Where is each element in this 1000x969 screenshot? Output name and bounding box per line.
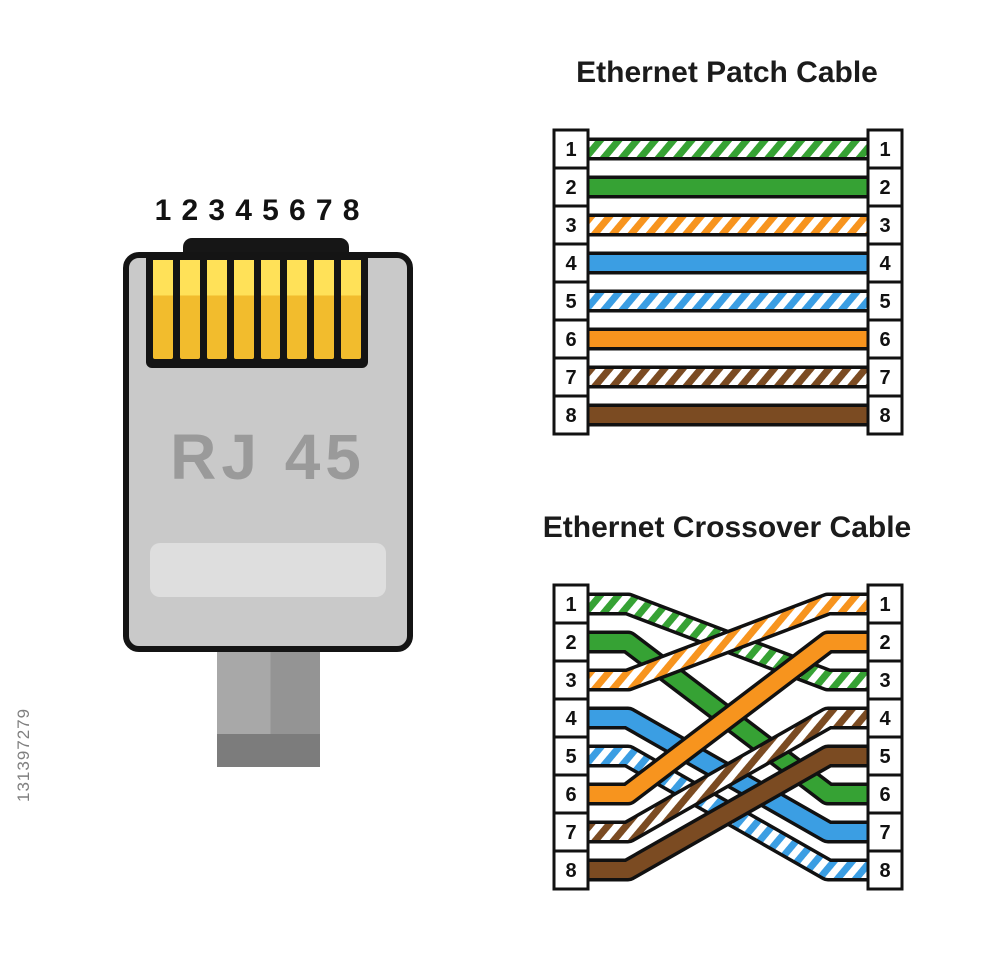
cross-pin-cell-right-6 xyxy=(866,773,904,815)
connector-pin xyxy=(179,260,200,359)
patch-pin-number-right: 3 xyxy=(879,215,890,237)
connector-pin xyxy=(314,260,335,359)
cross-pin-cell-left-2 xyxy=(552,621,590,663)
cross-pin-number-left: 4 xyxy=(565,708,577,730)
patch-pin-cell-left-2 xyxy=(552,166,590,208)
pin-number: 3 xyxy=(208,194,226,227)
cross-pin-number-right: 6 xyxy=(879,784,890,806)
patch-pin-number-left: 1 xyxy=(565,139,576,161)
crossover-diagram: 1 2 3 4 5 6 7 8 1 2 3 4 5 6 7 8 xyxy=(552,583,904,891)
cross-pin-number-right: 7 xyxy=(879,822,890,844)
patch-pin-number-right: 6 xyxy=(879,329,890,351)
patch-pin-number-right: 1 xyxy=(879,139,890,161)
cross-pin-number-left: 8 xyxy=(565,860,576,882)
connector-pin xyxy=(153,260,173,359)
patch-pin-cell-left-3 xyxy=(552,204,590,246)
cross-pin-number-left: 1 xyxy=(565,594,576,616)
cross-pin-number-right: 4 xyxy=(879,708,891,730)
cross-pin-cell-left-8 xyxy=(552,849,590,891)
crossover-title: Ethernet Crossover Cable xyxy=(542,511,912,544)
cross-pin-number-left: 3 xyxy=(565,670,576,692)
patch-pin-cell-left-8 xyxy=(552,394,590,436)
cross-wire-orange-striped xyxy=(586,596,870,688)
stock-id-watermark: 131397279 xyxy=(14,707,33,802)
connector-pin xyxy=(206,260,227,359)
cross-wire-orange xyxy=(586,634,870,802)
cross-wire-brown-striped xyxy=(586,710,870,840)
cross-pin-number-left: 5 xyxy=(565,746,576,768)
patch-pin-cell-right-2 xyxy=(866,166,904,208)
pin-number: 6 xyxy=(288,194,306,227)
pin-number: 8 xyxy=(342,194,360,227)
patch-pin-number-left: 6 xyxy=(565,329,576,351)
cross-pin-cell-right-4 xyxy=(866,697,904,739)
patch-pin-cell-right-1 xyxy=(866,128,904,170)
patch-pin-number-left: 5 xyxy=(565,291,576,313)
cross-pin-number-right: 2 xyxy=(879,632,890,654)
cross-pin-cell-right-8 xyxy=(866,849,904,891)
patch-pin-number-right: 5 xyxy=(879,291,890,313)
connector-pin xyxy=(260,260,281,359)
patch-pin-number-right: 2 xyxy=(879,177,890,199)
patch-pin-number-left: 2 xyxy=(565,177,576,199)
cross-pin-number-left: 6 xyxy=(565,784,576,806)
connector-cable xyxy=(217,650,320,767)
patch-pin-number-right: 4 xyxy=(879,253,891,275)
connector-pin xyxy=(233,260,254,359)
patch-pin-cell-right-8 xyxy=(866,394,904,436)
pin-number: 5 xyxy=(262,194,279,227)
patch-pin-cell-right-5 xyxy=(866,280,904,322)
pin-number: 2 xyxy=(181,194,199,227)
patch-pin-cell-left-6 xyxy=(552,318,590,360)
connector-highlight xyxy=(150,543,386,597)
pin-number: 4 xyxy=(235,194,252,227)
patch-diagram: 1 2 3 4 5 6 7 8 1 2 3 4 5 6 7 8 xyxy=(552,128,904,436)
cross-pin-number-left: 7 xyxy=(565,822,576,844)
cross-pin-number-right: 8 xyxy=(879,860,890,882)
pin-number: 7 xyxy=(315,194,333,227)
patch-pin-number-left: 3 xyxy=(565,215,576,237)
pin-number: 1 xyxy=(154,194,172,227)
connector-pin xyxy=(287,260,308,359)
connector-label: RJ 45 xyxy=(170,421,366,493)
connector-pins-window xyxy=(146,252,368,368)
patch-pin-number-right: 7 xyxy=(879,367,890,389)
patch-pin-cell-right-4 xyxy=(866,242,904,284)
cross-pin-number-right: 1 xyxy=(879,594,890,616)
patch-title: Ethernet Patch Cable xyxy=(576,56,878,89)
patch-pin-number-left: 4 xyxy=(565,253,577,275)
connector-pin xyxy=(341,260,361,359)
cross-pin-number-right: 3 xyxy=(879,670,890,692)
cross-wire-brown xyxy=(586,748,870,878)
patch-pin-number-left: 8 xyxy=(565,405,576,427)
cross-pin-number-left: 2 xyxy=(565,632,576,654)
patch-pin-number-right: 8 xyxy=(879,405,890,427)
patch-pin-number-left: 7 xyxy=(565,367,576,389)
cross-pin-number-right: 5 xyxy=(879,746,890,768)
